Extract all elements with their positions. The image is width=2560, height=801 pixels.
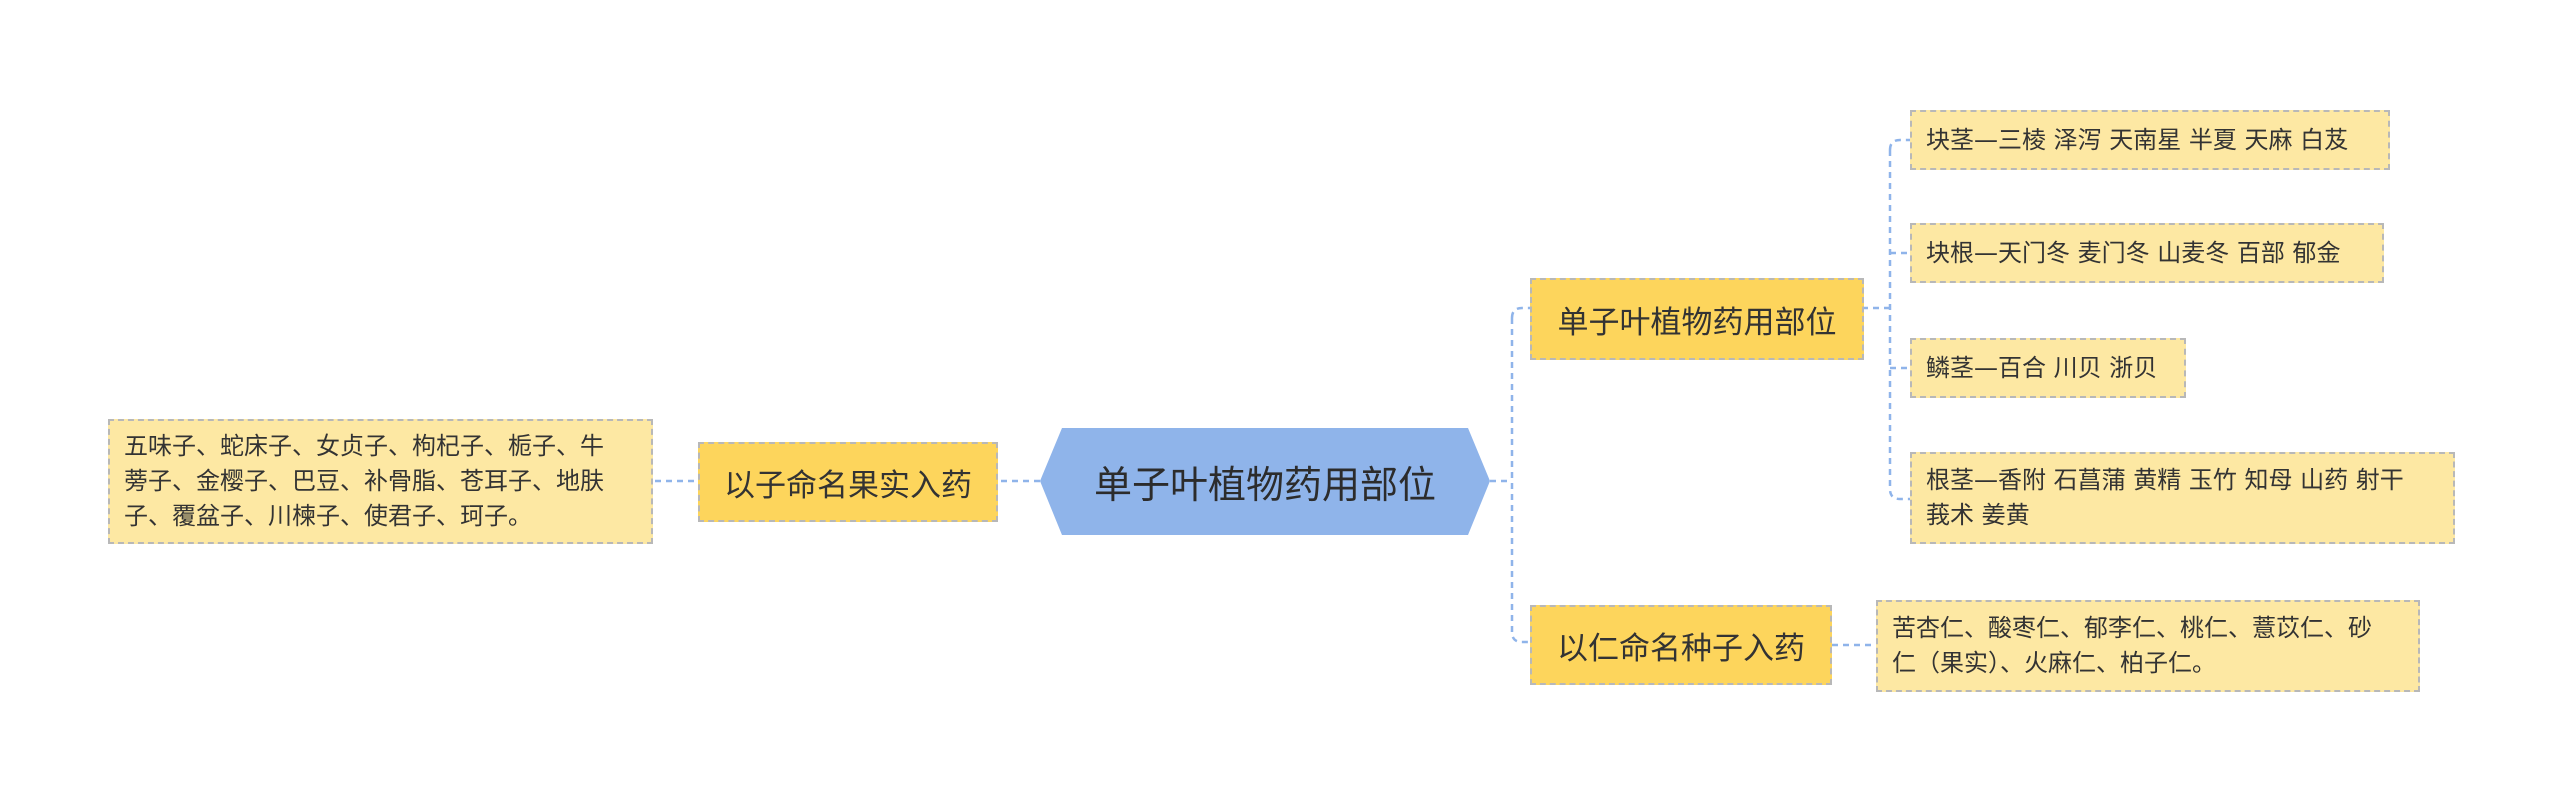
leaf-line: 鳞茎—百合 川贝 浙贝 [1926,353,2158,382]
leaf-text: 苦杏仁、酸枣仁、郁李仁、桃仁、薏苡仁、砂 仁（果实）、火麻仁、柏子仁。 [1892,611,2372,681]
leaf-tuber[interactable]: 块茎—三棱 泽泻 天南星 半夏 天麻 白芨 [1910,110,2390,170]
link-right-spine [1510,306,1532,644]
leaf-root-tuber[interactable]: 块根—天门冬 麦门冬 山麦冬 百部 郁金 [1910,223,2384,283]
branch-named-zi-fruit[interactable]: 以子命名果实入药 [698,442,998,522]
leaf-line: 仁（果实）、火麻仁、柏子仁。 [1892,649,2216,677]
leaf-line: 子、覆盆子、川楝子、使君子、珂子。 [124,502,532,530]
branch-named-ren-seed[interactable]: 以仁命名种子入药 [1530,605,1832,685]
leaf-text: 根茎—香附 石菖蒲 黄精 玉竹 知母 山药 射干 莪术 姜黄 [1926,463,2404,533]
leaf-line: 根茎—香附 石菖蒲 黄精 玉竹 知母 山药 射干 [1926,466,2404,494]
leaf-rhizome[interactable]: 根茎—香附 石菖蒲 黄精 玉竹 知母 山药 射干 莪术 姜黄 [1910,452,2455,544]
leaf-line: 块茎—三棱 泽泻 天南星 半夏 天麻 白芨 [1926,125,2349,154]
leaf-text: 五味子、蛇床子、女贞子、枸杞子、栀子、牛 蒡子、金樱子、巴豆、补骨脂、苍耳子、地… [124,429,604,534]
root-node[interactable]: 单子叶植物药用部位 [1040,428,1490,535]
leaf-line: 苦杏仁、酸枣仁、郁李仁、桃仁、薏苡仁、砂 [1892,614,2372,642]
leaf-line: 莪术 姜黄 [1926,501,2030,529]
link-branch1-spine [1888,138,1912,501]
leaf-seed-list[interactable]: 苦杏仁、酸枣仁、郁李仁、桃仁、薏苡仁、砂 仁（果实）、火麻仁、柏子仁。 [1876,600,2420,692]
leaf-line: 五味子、蛇床子、女贞子、枸杞子、栀子、牛 [124,432,604,460]
branch-monocot-parts[interactable]: 单子叶植物药用部位 [1530,278,1864,360]
leaf-fruit-list[interactable]: 五味子、蛇床子、女贞子、枸杞子、栀子、牛 蒡子、金樱子、巴豆、补骨脂、苍耳子、地… [108,419,653,544]
leaf-bulb[interactable]: 鳞茎—百合 川贝 浙贝 [1910,338,2186,398]
leaf-line: 块根—天门冬 麦门冬 山麦冬 百部 郁金 [1926,238,2341,267]
leaf-line: 蒡子、金樱子、巴豆、补骨脂、苍耳子、地肤 [124,467,604,495]
